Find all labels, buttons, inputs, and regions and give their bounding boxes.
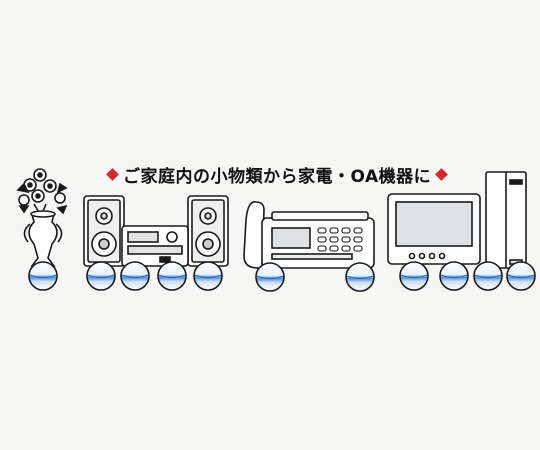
pad-icon [86,261,116,291]
pad-icon [157,261,187,291]
fax-phone-icon [243,201,375,269]
pad-icon [28,261,58,291]
pad-icon [255,262,285,292]
vase-icon [16,168,68,267]
caption-text: ご家庭内の小物類から家電・OA機器に [123,166,432,187]
pad-icon [399,261,429,291]
pad-icon [473,261,503,291]
monitor-icon [387,193,481,265]
pad-icon [345,262,375,292]
pad-icon [120,261,150,291]
pad-icon [193,261,223,291]
caption: ご家庭内の小物類から家電・OA機器に [106,162,458,187]
stereo-system-icon [83,195,229,267]
pad-icon [439,261,469,291]
pc-tower-icon [485,171,527,269]
pad-icon [506,261,536,291]
